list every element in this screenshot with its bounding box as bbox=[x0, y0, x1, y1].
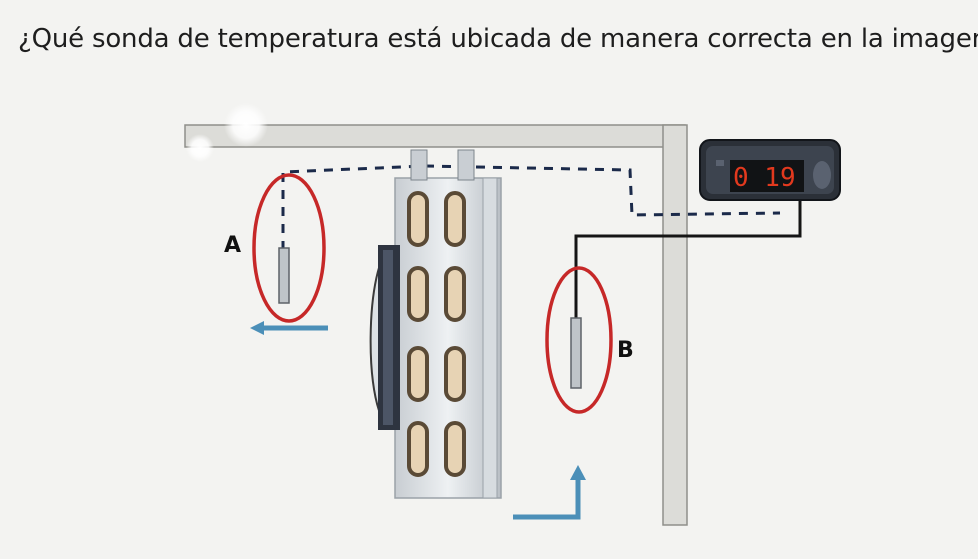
airflow-arrow-icon bbox=[513, 465, 586, 520]
probe-a-cable bbox=[281, 164, 781, 250]
probe-b-highlight bbox=[545, 266, 613, 414]
probe-b-icon bbox=[570, 317, 582, 389]
probe-b-cable bbox=[574, 190, 802, 320]
probe-a-icon bbox=[278, 247, 290, 304]
question-text: ¿Qué sonda de temperatura está ubicada d… bbox=[18, 24, 978, 54]
label-a: A bbox=[224, 233, 241, 258]
evaporator-icon bbox=[394, 149, 502, 499]
controller-display: 0 19 bbox=[733, 163, 796, 193]
airflow-arrow-icon bbox=[250, 321, 328, 335]
label-b: B bbox=[617, 338, 634, 363]
fan-icon bbox=[369, 245, 400, 430]
controller-icon: 0 19 bbox=[699, 139, 841, 201]
probe-a-highlight bbox=[252, 173, 326, 323]
cold-room-walls bbox=[184, 103, 688, 526]
